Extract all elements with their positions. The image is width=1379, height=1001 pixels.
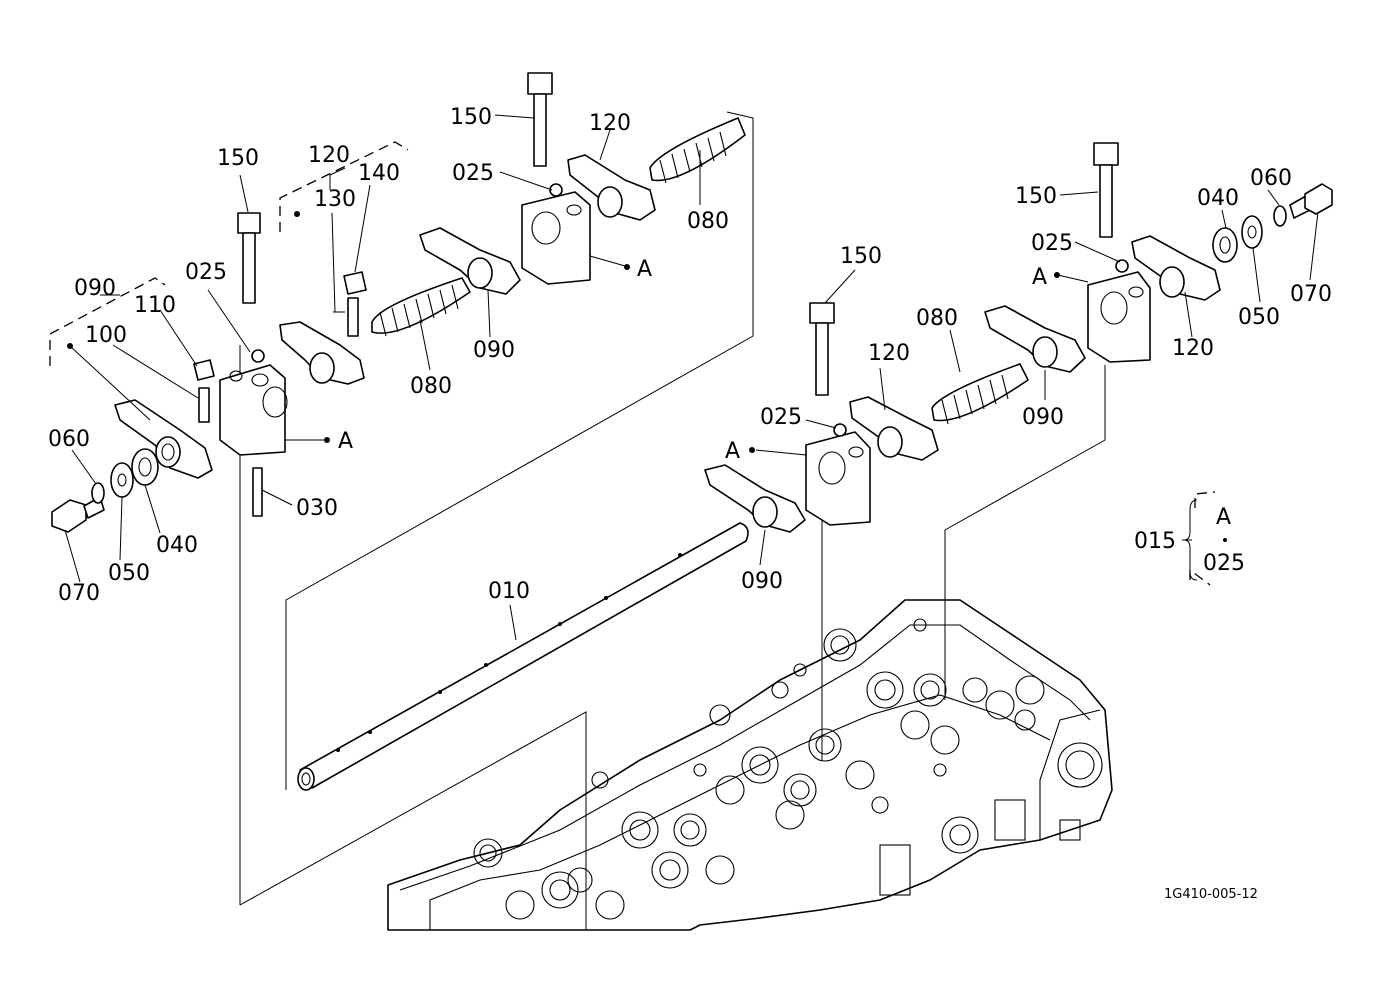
left-assembly [51, 72, 746, 533]
label-060: 060 [1250, 166, 1292, 191]
reference-frames [239, 111, 1106, 930]
label-050: 050 [108, 561, 150, 586]
label-025: 025 [452, 161, 494, 186]
bullet-dots [67, 211, 1227, 542]
label-120: 120 [308, 143, 350, 168]
label-150: 150 [450, 105, 492, 130]
label-060: 060 [48, 427, 90, 452]
label-050: 050 [1238, 305, 1280, 330]
label-040: 040 [1197, 186, 1239, 211]
label-150: 150 [217, 146, 259, 171]
right-assembly [704, 142, 1333, 533]
drawing-reference: 1G410-005-12 [1164, 887, 1258, 902]
label-080: 080 [410, 374, 452, 399]
kit-legend: 015 A 025 [1134, 499, 1245, 581]
label-080: 080 [916, 306, 958, 331]
label-150: 150 [1015, 184, 1057, 209]
label-090: 090 [74, 276, 116, 301]
label-110: 110 [134, 293, 176, 318]
cylinder-head [387, 599, 1113, 931]
label-090: 090 [741, 569, 783, 594]
label-150: 150 [840, 244, 882, 269]
label-030: 030 [296, 496, 338, 521]
rocker-shaft [297, 522, 749, 791]
label-140: 140 [358, 161, 400, 186]
label-015: 015 [1134, 529, 1176, 554]
label-100: 100 [85, 323, 127, 348]
label-070: 070 [58, 581, 100, 606]
label-025: 025 [185, 260, 227, 285]
label-090: 090 [473, 338, 515, 363]
label-080: 080 [687, 209, 729, 234]
label-130: 130 [314, 187, 356, 212]
legend-a: A [1216, 505, 1231, 530]
label-025: 025 [760, 405, 802, 430]
label-010: 010 [488, 579, 530, 604]
label-120: 120 [589, 111, 631, 136]
part-labels: 150 120 140 130 090 110 100 025 060 050 … [48, 105, 1332, 606]
label-a: A [338, 429, 353, 454]
label-090: 090 [1022, 405, 1064, 430]
label-a: A [637, 257, 652, 282]
label-120: 120 [1172, 336, 1214, 361]
legend-025: 025 [1203, 551, 1245, 576]
label-040: 040 [156, 533, 198, 558]
label-120: 120 [868, 341, 910, 366]
label-a: A [725, 439, 740, 464]
label-025: 025 [1031, 231, 1073, 256]
leader-lines [64, 114, 1319, 641]
label-070: 070 [1290, 282, 1332, 307]
label-a: A [1032, 265, 1047, 290]
